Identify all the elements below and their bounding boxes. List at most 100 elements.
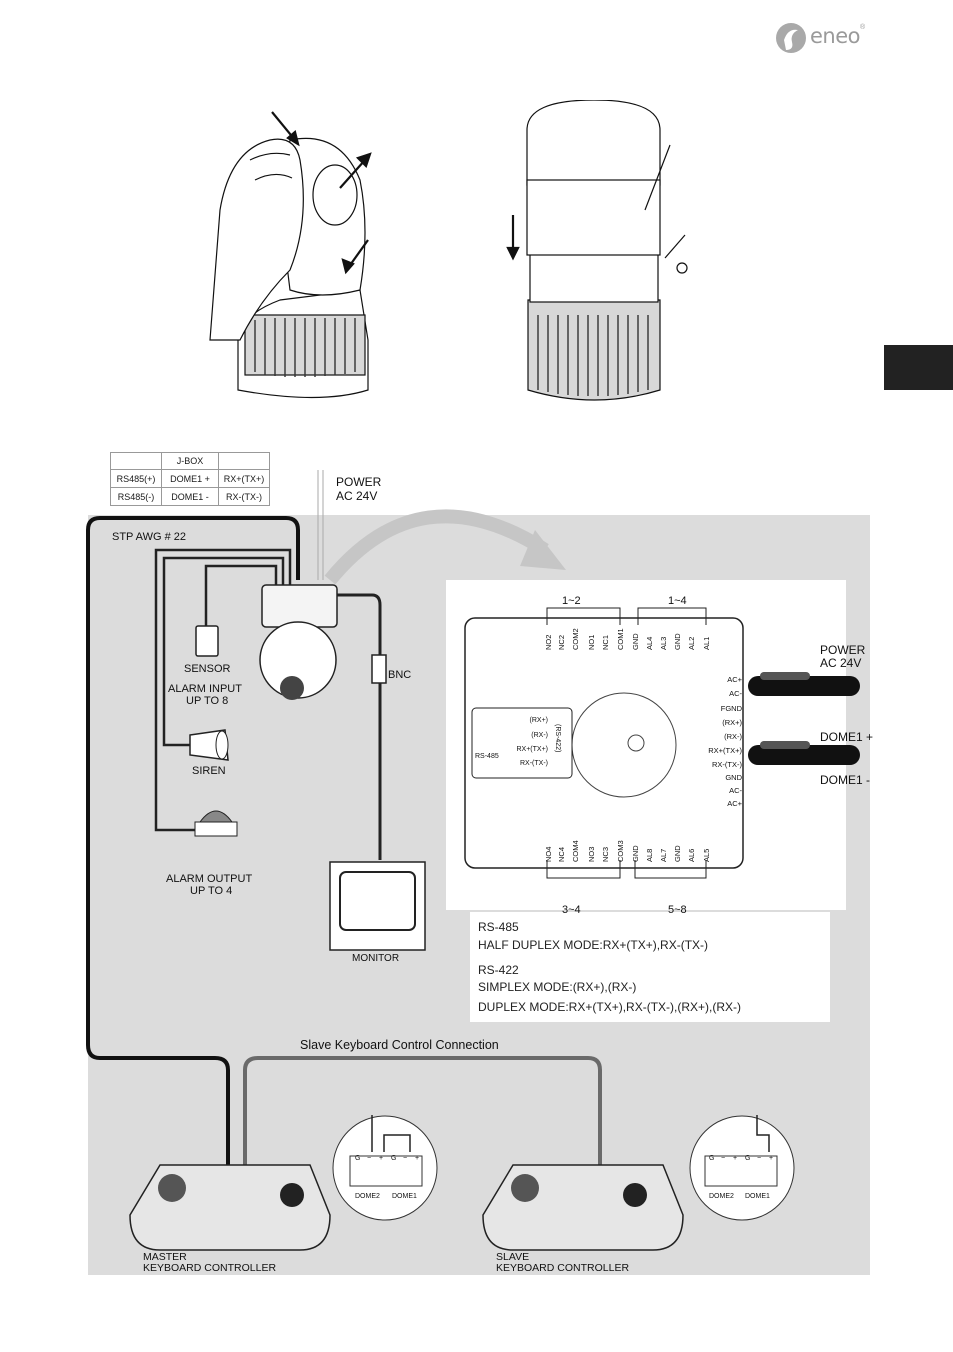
jbox-cell: RX+(TX+) [218, 469, 270, 488]
inset-pin-label: RX+(TX+) [516, 746, 548, 753]
brand-logo: eneo ® [774, 18, 884, 58]
power-label-1: POWER [336, 475, 382, 489]
group-top-left: 1~2 [562, 595, 581, 607]
pin-label: AL2 [687, 637, 696, 650]
pin-label: NC2 [557, 635, 566, 650]
right-pin-label: RX-(TX-) [712, 760, 742, 769]
monitor-icon [329, 861, 426, 951]
master-dome2-label: DOME2 [355, 1193, 380, 1200]
slave-dome2-label: DOME2 [709, 1193, 734, 1200]
main-cable [86, 516, 300, 1180]
siren-icon [189, 729, 229, 761]
brand-mark: ® [860, 24, 866, 31]
pin-label: NO1 [587, 635, 596, 650]
tb-power-label-1: POWER [820, 643, 866, 657]
pin-label: NC1 [601, 635, 610, 650]
dome-cover-icon [526, 100, 688, 401]
slave-label-2: KEYBOARD CONTROLLER [496, 1262, 629, 1274]
slave-connection-label: Slave Keyboard Control Connection [300, 1038, 499, 1052]
power-cable-icon [748, 672, 860, 696]
pin-label: GND [631, 845, 640, 862]
connector-pin: G [745, 1155, 750, 1162]
right-pin-label: AC+ [727, 675, 742, 684]
dome-minus-label: DOME1 - [820, 773, 870, 787]
dome-installation-illustrations [209, 100, 688, 401]
rs422-duplex: DUPLEX MODE:RX+(TX+),RX-(TX-),(RX+),(RX-… [478, 1000, 741, 1014]
alarm-input-label-2: UP TO 8 [186, 695, 228, 707]
sensor-icon [195, 625, 219, 657]
right-pin-label: AC+ [727, 799, 742, 808]
rs-inset-box [471, 707, 573, 779]
siren-label: SIREN [192, 765, 226, 777]
right-pin-label: RX+(TX+) [708, 746, 742, 755]
pin-label: AL8 [645, 849, 654, 862]
pin-label: GND [673, 845, 682, 862]
bnc-label: BNC [388, 669, 411, 681]
pin-label: NO3 [587, 847, 596, 862]
right-pin-label: GND [725, 773, 742, 782]
cable-label: STP AWG # 22 [112, 531, 186, 543]
connector-pin: + [769, 1155, 773, 1162]
pin-label: AL3 [659, 637, 668, 650]
pin-label: COM4 [571, 840, 580, 862]
alarm-input-label-1: ALARM INPUT [168, 683, 242, 695]
master-dome1-label: DOME1 [392, 1193, 417, 1200]
group-bottom-right: 5~8 [668, 904, 687, 916]
inset-pin-label: (RX-) [531, 732, 548, 739]
pin-label: AL7 [659, 849, 668, 862]
pin-label: NO4 [544, 847, 553, 862]
notes-background [470, 912, 830, 1022]
pin-label: NO2 [544, 635, 553, 650]
slave-dome1-label: DOME1 [745, 1193, 770, 1200]
connector-pin: G [391, 1155, 396, 1162]
pin-label: NC4 [557, 847, 566, 862]
rs485-cable-icon [748, 741, 860, 765]
dome-camera-icon [259, 584, 338, 700]
alarm-output-label-1: ALARM OUTPUT [166, 873, 252, 885]
right-pin-label: (RX-) [724, 732, 742, 741]
rs485-line: HALF DUPLEX MODE:RX+(TX+),RX-(TX-) [478, 938, 708, 952]
inset-rs485-label: RS-485 [475, 753, 499, 760]
slave-keyboard-icon [482, 1164, 684, 1251]
master-keyboard-icon [129, 1164, 331, 1251]
connector-pin: G [709, 1155, 714, 1162]
pin-label: AL5 [702, 849, 711, 862]
pin-label: AL1 [702, 637, 711, 650]
group-bottom-left: 3~4 [562, 904, 581, 916]
right-pin-label: (RX+) [722, 718, 742, 727]
connector-pin: − [721, 1155, 725, 1162]
connector-pin: + [379, 1155, 383, 1162]
rs485-title: RS-485 [478, 920, 519, 934]
connector-pin: − [757, 1155, 761, 1162]
slave-label-1: SLAVE [496, 1251, 529, 1263]
eneo-logo-icon [776, 23, 806, 53]
pin-label: AL6 [687, 849, 696, 862]
monitor-label: MONITOR [352, 953, 399, 964]
dome-plus-label: DOME1 + [820, 730, 873, 744]
bnc-connector-icon [371, 654, 387, 684]
pin-label: AL4 [645, 637, 654, 650]
master-label-2: KEYBOARD CONTROLLER [143, 1262, 276, 1274]
right-pin-label: FGND [721, 704, 743, 713]
curved-arrow-icon [324, 509, 549, 585]
alarm-light-icon [194, 810, 238, 837]
alarm-wires [154, 548, 292, 832]
jbox-grid: J-BOX RS485(+) DOME1 + RX+(TX+) RS485(-)… [110, 452, 270, 506]
right-pin-label: AC- [729, 689, 742, 698]
pin-label: COM2 [571, 628, 580, 650]
slave-cable [243, 1056, 602, 1180]
terminal-board-mount-circle [571, 692, 677, 798]
inset-pin-label: (RX+) [530, 717, 548, 724]
pin-label: GND [631, 633, 640, 650]
tb-power-label-2: AC 24V [820, 656, 861, 670]
connector-pin: + [733, 1155, 737, 1162]
pin-label: GND [673, 633, 682, 650]
power-label-2: AC 24V [336, 489, 377, 503]
master-label-1: MASTER [143, 1251, 187, 1263]
inset-rs422-label: (RS-422) [554, 724, 561, 752]
jbox-cell: RX-(TX-) [218, 487, 270, 506]
sensor-label: SENSOR [184, 663, 231, 675]
section-tab [884, 345, 953, 390]
jbox-table: J-BOX RS485(+) DOME1 + RX+(TX+) RS485(-)… [110, 452, 270, 506]
connector-pin: + [415, 1155, 419, 1162]
